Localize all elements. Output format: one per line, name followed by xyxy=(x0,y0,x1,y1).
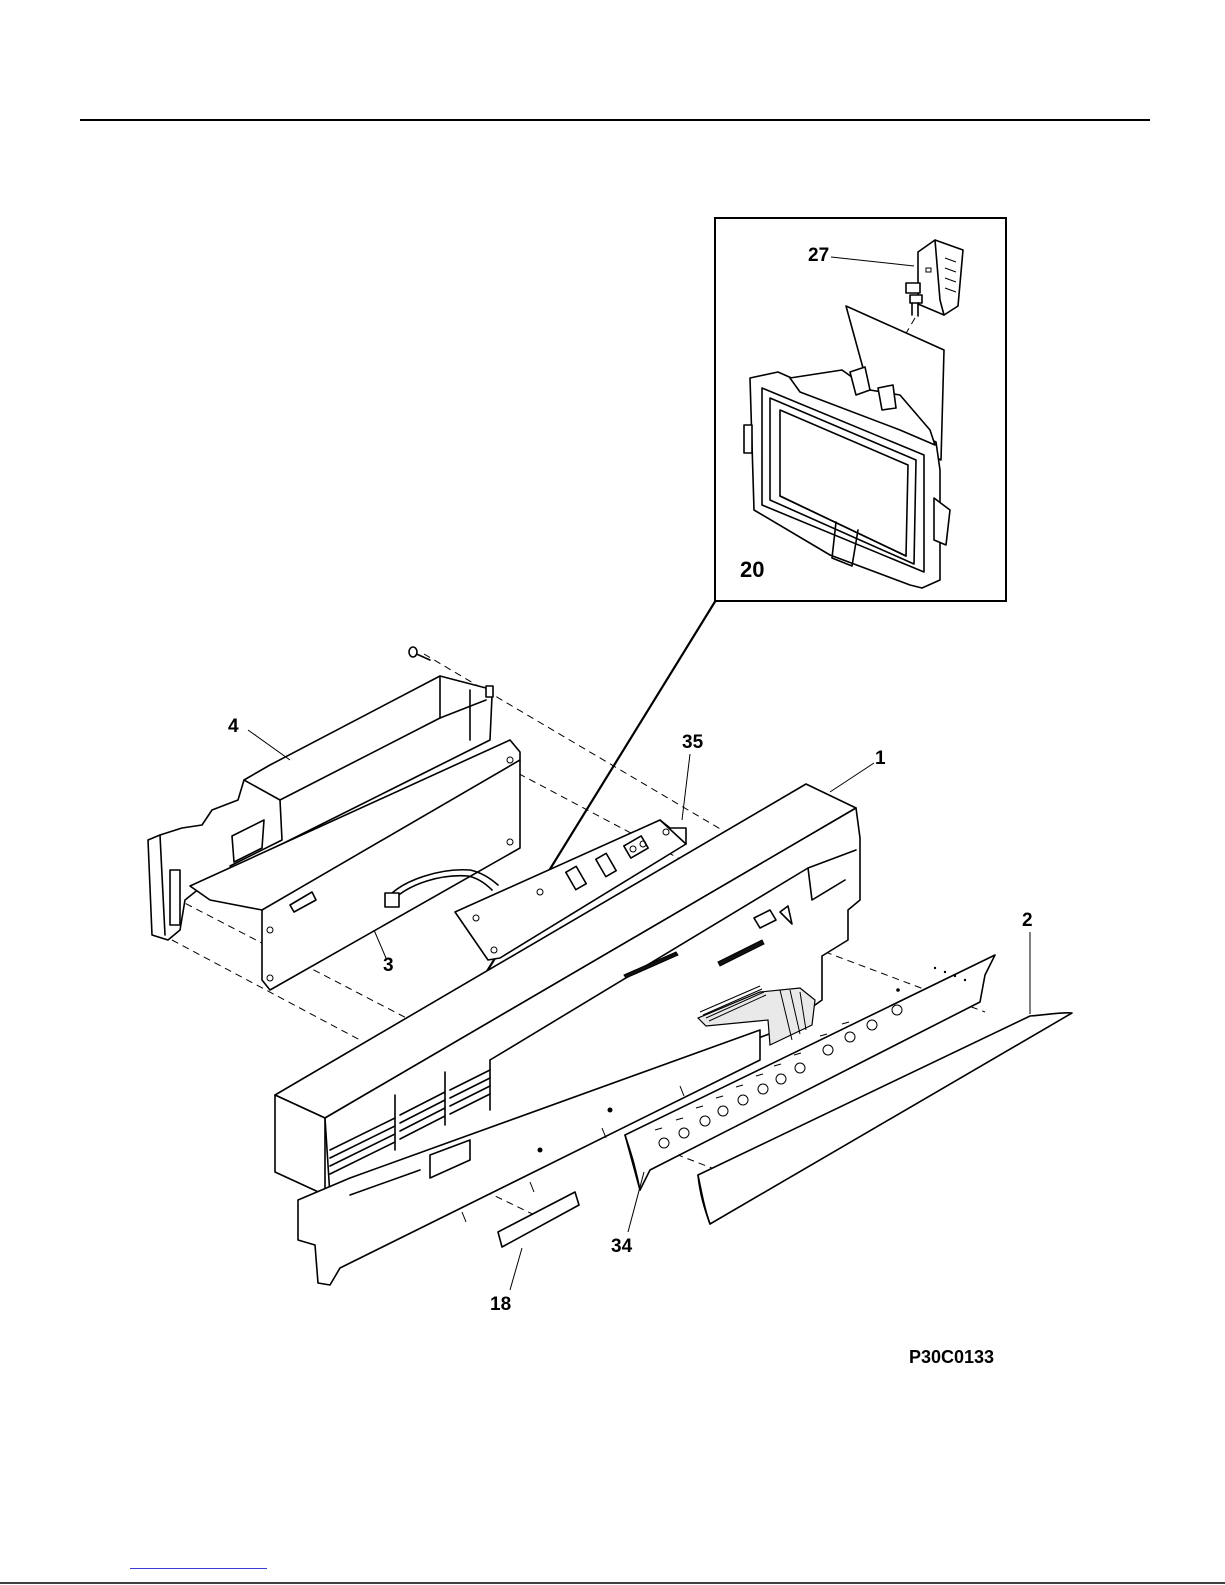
part-label-35: 35 xyxy=(682,732,704,753)
part-label-2: 2 xyxy=(1022,910,1033,931)
inset-part-label: 20 xyxy=(740,557,764,582)
part-label-1: 1 xyxy=(875,748,886,769)
part-label-3: 3 xyxy=(383,955,394,976)
inset-detail-box: 20 27 xyxy=(715,218,1006,601)
part-label-18: 18 xyxy=(490,1294,511,1315)
footer-link-underline[interactable] xyxy=(130,1568,267,1569)
part-label-4: 4 xyxy=(228,716,239,737)
part-label-27: 27 xyxy=(808,245,829,266)
part-label-34: 34 xyxy=(611,1236,633,1257)
part-18-badge xyxy=(498,1192,579,1247)
drawing-code: P30C0133 xyxy=(909,1347,994,1367)
